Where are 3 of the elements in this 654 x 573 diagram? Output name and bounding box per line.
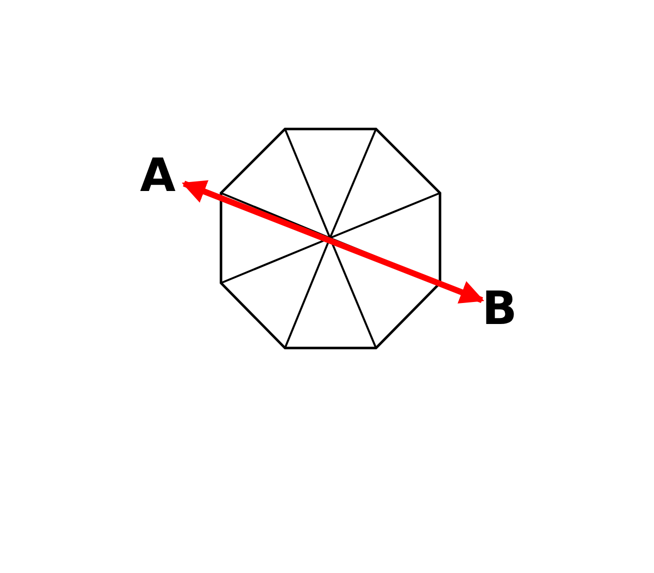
point-label: B <box>482 285 522 331</box>
double-headed-arrow <box>182 180 484 304</box>
point-label: A <box>140 152 184 198</box>
